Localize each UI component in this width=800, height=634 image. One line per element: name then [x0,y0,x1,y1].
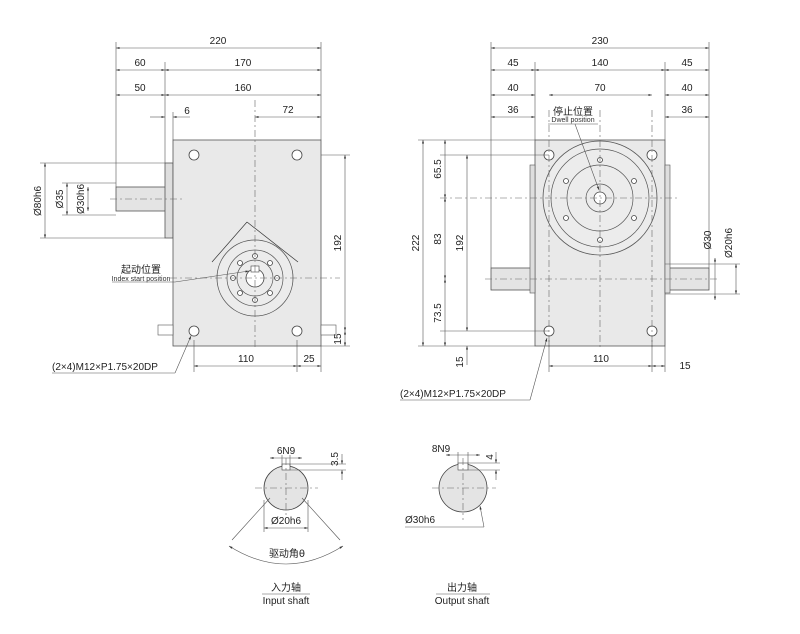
mount-hole [188,149,200,161]
dim-83: 83 [433,233,444,245]
dim-110: 110 [238,354,254,365]
output-diameter: Ø30h6 [405,515,435,526]
dim-50: 50 [134,83,146,94]
dim-15-right: 15 [679,361,691,372]
mounting-note: (2×4)M12×P1.75×20DP [52,362,158,373]
dim-40-right: 40 [681,83,693,94]
dim-72: 72 [282,105,294,116]
dim-45-right: 45 [681,58,693,69]
dwell-label-en: Dwell position [551,117,594,124]
dim-45-left: 45 [507,58,519,69]
dim-73-5: 73.5 [433,303,444,323]
dim-36-left: 36 [507,105,519,116]
dim-25: 25 [303,354,315,365]
dim-230: 230 [592,36,609,47]
dim-70: 70 [594,83,606,94]
output-key-depth: 4 [485,454,496,460]
mount-hole [188,325,200,337]
dim-192-side: 192 [455,234,466,251]
dim-d30: Ø30 [703,230,714,249]
output-caption-en: Output shaft [435,596,490,607]
dim-d35: Ø35 [55,189,66,208]
input-shaft-section: 6N9 3.5 Ø20h6 驱动角θ 入力轴 Input shaft [228,446,346,607]
dim-60: 60 [134,58,146,69]
front-view: 220 60 170 50 160 6 72 192 15 110 25 Ø80… [33,36,350,374]
side-left-shaft [490,267,536,291]
dim-d20h6: Ø20h6 [724,228,735,258]
index-start-label: 起动位置 [121,263,161,276]
output-caption-cn: 出力轴 [447,581,477,594]
input-diameter: Ø20h6 [271,516,301,527]
dim-d80h6: Ø80h6 [33,186,44,216]
mounting-note-side: (2×4)M12×P1.75×20DP [400,389,506,400]
dwell-label: 停止位置 [553,105,593,118]
dim-65-5: 65.5 [433,159,444,179]
dim-6: 6 [184,106,190,117]
dim-40-left: 40 [507,83,519,94]
dim-170: 170 [235,58,252,69]
output-shaft-section: 8N9 4 Ø30h6 出力轴 Output shaft [405,444,500,607]
drive-angle-label: 驱动角θ [269,548,305,560]
input-caption-en: Input shaft [263,596,310,607]
dim-220: 220 [210,36,227,47]
input-caption-cn: 入力轴 [271,581,301,594]
dim-15-side: 15 [455,356,466,368]
dim-222: 222 [411,234,422,251]
dim-d30h6: Ø30h6 [76,184,87,214]
input-key-width: 6N9 [277,446,296,457]
index-start-label-en: Index start position [112,276,171,283]
side-view: 230 45 140 45 40 70 40 36 36 222 65.5 83… [400,36,740,401]
front-flange [164,162,174,239]
dim-110-side: 110 [593,354,609,365]
output-key-width: 8N9 [432,444,451,455]
dim-36-right: 36 [681,105,693,116]
mount-hole [291,325,303,337]
mount-hole [291,149,303,161]
dim-192: 192 [333,234,344,251]
dim-160: 160 [235,83,252,94]
dim-140: 140 [592,58,609,69]
dim-15: 15 [333,333,344,345]
input-key-depth: 3.5 [330,452,341,466]
